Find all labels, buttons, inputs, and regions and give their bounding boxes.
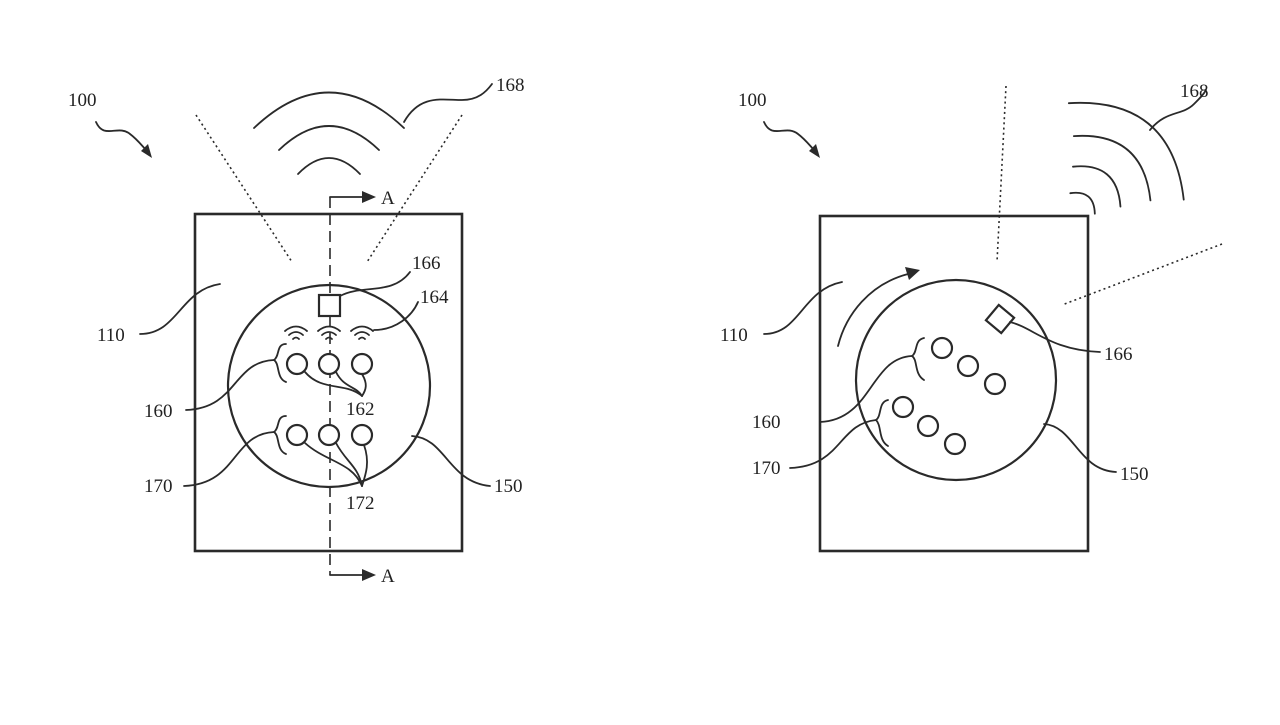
left-label-170: 170 — [144, 476, 173, 497]
left-label-172: 172 — [346, 493, 375, 514]
left-section-bottom-arrowhead — [362, 569, 376, 581]
right-leader-150 — [1043, 423, 1117, 473]
right-leader-168 — [1149, 89, 1207, 131]
left-marker-166 — [317, 293, 342, 318]
left-leader-150 — [411, 435, 491, 487]
right-arrow-100 — [763, 121, 817, 153]
left-leader-160 — [185, 359, 275, 411]
left-label-160: 160 — [144, 401, 173, 422]
right-label-168: 168 — [1180, 81, 1209, 102]
left-label-100: 100 — [68, 90, 97, 111]
left-label-166: 166 — [412, 253, 441, 274]
left-signal-arcs — [253, 91, 405, 175]
left-section-label-top: A — [381, 188, 395, 209]
left-leader-172-b — [335, 442, 363, 487]
left-housing — [193, 212, 464, 553]
right-rotation-arrowhead — [905, 267, 920, 280]
left-leader-172-c — [361, 444, 368, 487]
left-arrowhead-100 — [141, 144, 152, 158]
right-group-170-elements — [891, 395, 967, 456]
right-label-110: 110 — [720, 325, 748, 346]
right-signal-arcs — [1067, 101, 1185, 215]
left-label-168: 168 — [496, 75, 525, 96]
left-group-160-elements — [285, 352, 374, 376]
right-label-150: 150 — [1120, 464, 1149, 485]
left-label-150: 150 — [494, 476, 523, 497]
right-group-160-elements — [930, 336, 1007, 396]
left-leader-170 — [183, 431, 275, 487]
right-leader-160 — [819, 355, 913, 423]
left-group-170-elements — [285, 423, 374, 447]
right-marker-166 — [984, 303, 1016, 335]
right-leader-110 — [763, 281, 843, 335]
left-leader-162-b — [335, 371, 363, 397]
right-figure: 100 168 166 — [720, 81, 1223, 553]
left-leader-162-a — [304, 371, 363, 397]
right-fov-line-a — [996, 85, 1007, 263]
left-leader-166 — [339, 271, 411, 297]
right-housing — [818, 214, 1090, 553]
left-figure: 168 100 A A 166 — [68, 75, 525, 587]
left-fov-line-right — [366, 114, 463, 263]
right-disc — [854, 278, 1058, 482]
right-label-166: 166 — [1104, 344, 1133, 365]
right-leader-166 — [1009, 321, 1101, 353]
left-section-top-arrowhead — [362, 191, 376, 203]
right-arrowhead-100 — [809, 144, 820, 158]
left-fov-line-left — [195, 114, 293, 263]
right-label-100: 100 — [738, 90, 767, 111]
right-label-170: 170 — [752, 458, 781, 479]
right-label-160: 160 — [752, 412, 781, 433]
left-leader-110 — [139, 283, 221, 335]
left-leader-162-c — [361, 373, 367, 397]
right-fov-line-b — [1061, 243, 1223, 306]
left-label-162: 162 — [346, 399, 375, 420]
left-leader-168 — [403, 83, 493, 123]
right-rotation-arc — [837, 273, 909, 347]
left-label-110: 110 — [97, 325, 125, 346]
right-leader-170 — [789, 419, 877, 469]
left-leader-164 — [373, 301, 419, 331]
left-leader-172-a — [304, 442, 363, 487]
left-section-label-bottom: A — [381, 566, 395, 587]
left-wave-indicators — [284, 325, 374, 340]
left-label-164: 164 — [420, 287, 449, 308]
left-arrow-100 — [95, 121, 149, 153]
